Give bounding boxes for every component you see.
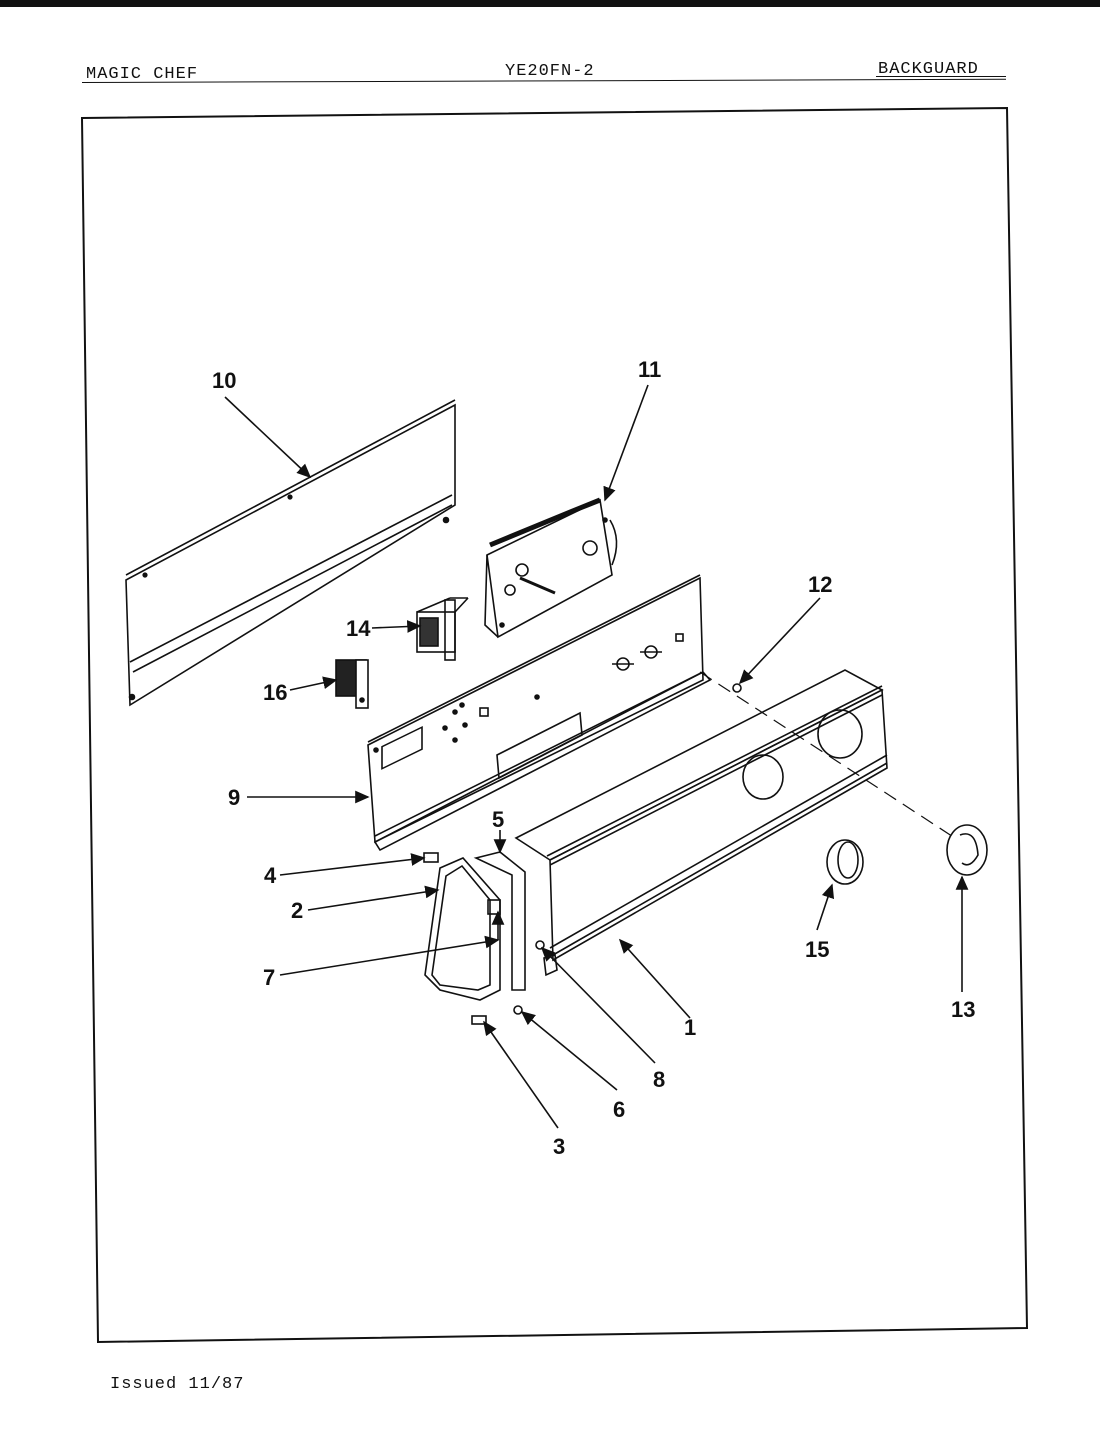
callout-8: 8 — [653, 1067, 665, 1092]
part-9-control-panel — [367, 574, 712, 852]
part-3-clip — [471, 1015, 487, 1025]
diagram-frame — [80, 106, 1029, 1344]
callout-13: 13 — [951, 997, 975, 1022]
leader-lines — [224, 384, 969, 1129]
leader-6 — [520, 1010, 618, 1091]
part-2-end-cap — [424, 857, 501, 1001]
issued-date: Issued 11/87 — [110, 1375, 245, 1394]
header-section-underline — [876, 76, 1006, 77]
leader-11 — [603, 384, 649, 502]
part-11-timer — [484, 497, 618, 639]
leader-14 — [371, 620, 422, 633]
alignment-dashed-line — [699, 671, 959, 841]
callout-6: 6 — [613, 1097, 625, 1122]
leader-4 — [279, 853, 426, 876]
part-16-relay — [335, 659, 369, 709]
header-section: BACKGUARD — [878, 60, 979, 79]
part-13-knob — [946, 824, 988, 876]
callout-7: 7 — [263, 965, 275, 990]
callout-9: 9 — [228, 785, 240, 810]
header-model: YE20FN-2 — [505, 62, 595, 81]
leader-12 — [738, 597, 821, 685]
callout-1: 1 — [684, 1015, 696, 1040]
callout-labels: 10 11 12 14 16 9 5 4 2 7 1 8 6 3 15 13 — [212, 357, 975, 1159]
leader-1 — [618, 938, 691, 1019]
part-12-screw — [732, 683, 742, 693]
part-6-screw — [513, 1005, 523, 1015]
leader-16 — [289, 676, 338, 691]
callout-16: 16 — [263, 680, 287, 705]
leader-10 — [224, 396, 312, 479]
part-10-rear-panel — [125, 399, 456, 707]
leader-7 — [279, 935, 500, 976]
callout-11: 11 — [638, 357, 661, 382]
leader-8 — [540, 946, 656, 1064]
callout-4: 4 — [264, 863, 277, 888]
callout-10: 10 — [212, 368, 236, 393]
part-14-switch — [416, 597, 469, 661]
leader-2 — [307, 885, 440, 911]
callout-5: 5 — [492, 807, 504, 832]
part-4-clip — [423, 852, 439, 863]
leader-15 — [816, 883, 835, 931]
part-8-screw — [535, 940, 545, 950]
top-border-rule — [0, 0, 1100, 7]
callout-14: 14 — [346, 616, 371, 641]
callout-3: 3 — [553, 1134, 565, 1159]
leader-3 — [483, 1020, 559, 1129]
header-brand: MAGIC CHEF — [86, 65, 199, 84]
callout-2: 2 — [291, 898, 303, 923]
part-15-knob — [826, 839, 864, 885]
part-1-backguard-shell — [514, 669, 888, 977]
callout-15: 15 — [805, 937, 829, 962]
callout-12: 12 — [808, 572, 832, 597]
